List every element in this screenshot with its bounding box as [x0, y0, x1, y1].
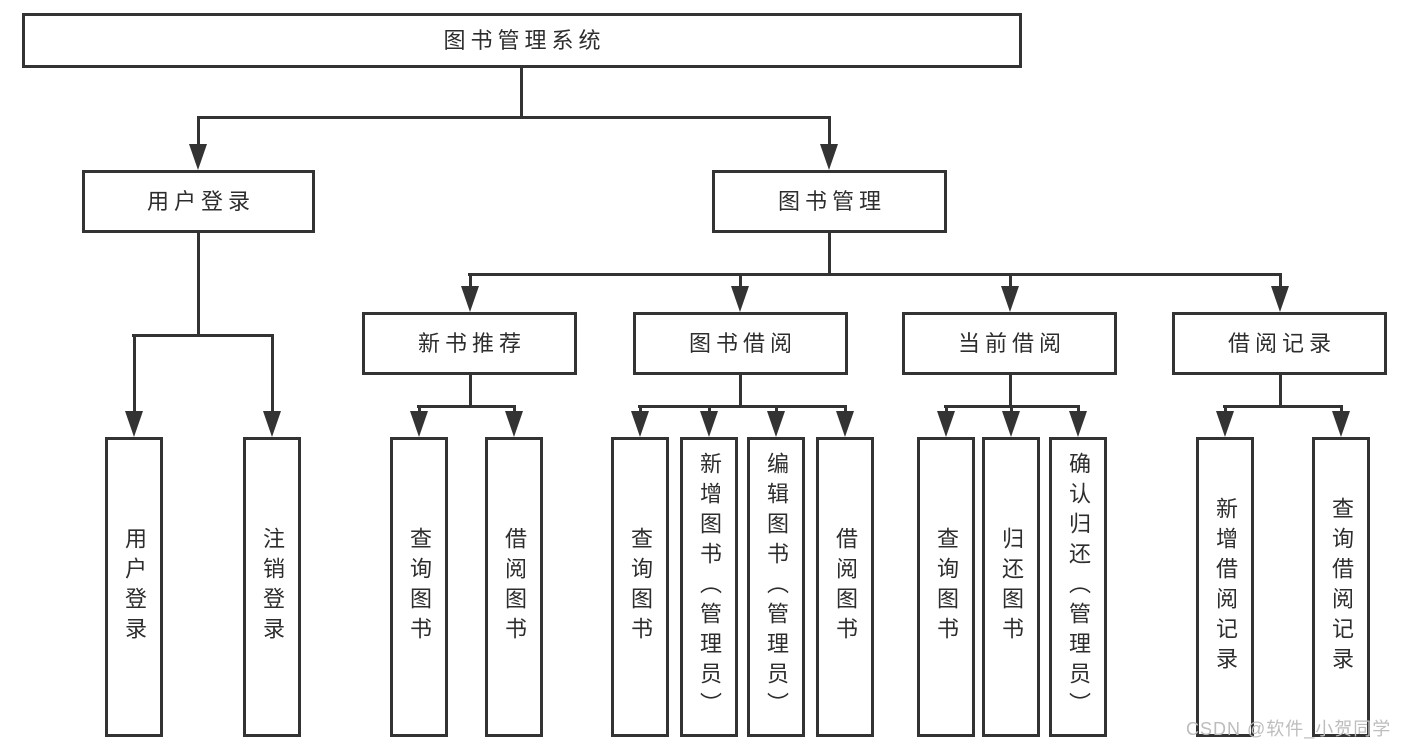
arrow-down-icon: [767, 411, 785, 437]
node-book-borrow: 图书借阅: [633, 312, 848, 375]
arrow-down-icon: [700, 411, 718, 437]
connector-line: [271, 334, 274, 414]
leaf-user-login-label: 用户登录: [122, 527, 147, 647]
arrow-down-icon: [1001, 286, 1019, 312]
leaf-newbooks-query-book-label: 查询图书: [407, 527, 432, 647]
leaf-current-query-book-label: 查询图书: [934, 527, 959, 647]
leaf-return-book-label: 归还图书: [999, 527, 1024, 647]
connector-line: [132, 334, 274, 337]
connector-line: [828, 116, 831, 148]
connector-line: [1009, 375, 1012, 408]
connector-line: [197, 116, 831, 119]
leaf-logout-label: 注销登录: [260, 527, 285, 647]
node-user-login: 用户登录: [82, 170, 315, 233]
connector-line: [197, 116, 200, 148]
connector-line: [1340, 405, 1343, 415]
leaf-newbooks-borrow-book-label: 借阅图书: [502, 527, 527, 647]
leaf-newbooks-borrow-book: 借阅图书: [485, 437, 543, 737]
leaf-edit-book-admin: 编辑图书（管理员）: [747, 437, 805, 737]
node-borrow-records: 借阅记录: [1172, 312, 1387, 375]
node-user-login-label: 用户登录: [146, 188, 255, 214]
connector-line: [1077, 405, 1080, 415]
leaf-query-borrow-record: 查询借阅记录: [1312, 437, 1370, 737]
connector-line: [513, 405, 516, 415]
leaf-query-borrow-record-label: 查询借阅记录: [1329, 497, 1354, 677]
node-current-borrow-label: 当前借阅: [957, 330, 1066, 356]
leaf-return-book: 归还图书: [982, 437, 1040, 737]
arrow-down-icon: [125, 411, 143, 437]
leaf-current-query-book: 查询图书: [917, 437, 975, 737]
connector-line: [638, 405, 847, 408]
node-book-borrow-label: 图书借阅: [688, 330, 797, 356]
arrow-down-icon: [1216, 411, 1234, 437]
connector-line: [828, 233, 831, 275]
connector-line: [418, 405, 421, 415]
arrow-down-icon: [836, 411, 854, 437]
connector-line: [775, 405, 778, 415]
connector-line: [739, 273, 742, 289]
connector-line: [469, 273, 472, 289]
arrow-down-icon: [820, 144, 838, 170]
arrow-down-icon: [1069, 411, 1087, 437]
node-borrow-records-label: 借阅记录: [1227, 330, 1336, 356]
connector-line: [197, 233, 200, 337]
arrow-down-icon: [731, 286, 749, 312]
connector-line: [1279, 375, 1282, 408]
arrow-down-icon: [1271, 286, 1289, 312]
connector-line: [708, 405, 711, 415]
leaf-add-borrow-record: 新增借阅记录: [1196, 437, 1254, 737]
connector-line: [417, 405, 516, 408]
connector-line: [520, 68, 523, 119]
arrow-down-icon: [461, 286, 479, 312]
watermark: CSDN @软件_小贺同学: [1186, 719, 1392, 739]
node-root: 图书管理系统: [22, 13, 1022, 68]
leaf-edit-book-admin-label: 编辑图书（管理员）: [764, 452, 789, 722]
connector-line: [133, 334, 136, 414]
node-current-borrow: 当前借阅: [902, 312, 1117, 375]
arrow-down-icon: [937, 411, 955, 437]
connector-line: [639, 405, 642, 415]
arrow-down-icon: [189, 144, 207, 170]
node-book-management-label: 图书管理: [777, 188, 886, 214]
node-root-label: 图书管理系统: [443, 27, 606, 53]
leaf-confirm-return-admin: 确认归还（管理员）: [1049, 437, 1107, 737]
arrow-down-icon: [410, 411, 428, 437]
leaf-newbooks-query-book: 查询图书: [390, 437, 448, 737]
leaf-add-book-admin-label: 新增图书（管理员）: [697, 452, 722, 722]
leaf-logout: 注销登录: [243, 437, 301, 737]
connector-line: [469, 375, 472, 408]
connector-line: [1010, 405, 1013, 415]
leaf-borrow-borrow-book: 借阅图书: [816, 437, 874, 737]
leaf-borrow-borrow-book-label: 借阅图书: [833, 527, 858, 647]
connector-line: [1009, 273, 1012, 289]
arrow-down-icon: [1002, 411, 1020, 437]
node-new-book-recommend: 新书推荐: [362, 312, 577, 375]
arrow-down-icon: [631, 411, 649, 437]
arrow-down-icon: [263, 411, 281, 437]
connector-line: [468, 273, 1282, 276]
connector-line: [945, 405, 948, 415]
arrow-down-icon: [505, 411, 523, 437]
leaf-add-book-admin: 新增图书（管理员）: [680, 437, 738, 737]
leaf-user-login: 用户登录: [105, 437, 163, 737]
connector-line: [844, 405, 847, 415]
leaf-borrow-query-book: 查询图书: [611, 437, 669, 737]
connector-line: [1223, 405, 1343, 408]
node-new-book-recommend-label: 新书推荐: [417, 330, 526, 356]
node-book-management: 图书管理: [712, 170, 947, 233]
connector-line: [739, 375, 742, 408]
leaf-borrow-query-book-label: 查询图书: [628, 527, 653, 647]
leaf-confirm-return-admin-label: 确认归还（管理员）: [1066, 452, 1091, 722]
leaf-add-borrow-record-label: 新增借阅记录: [1213, 497, 1238, 677]
connector-line: [1224, 405, 1227, 415]
connector-line: [1279, 273, 1282, 289]
arrow-down-icon: [1332, 411, 1350, 437]
